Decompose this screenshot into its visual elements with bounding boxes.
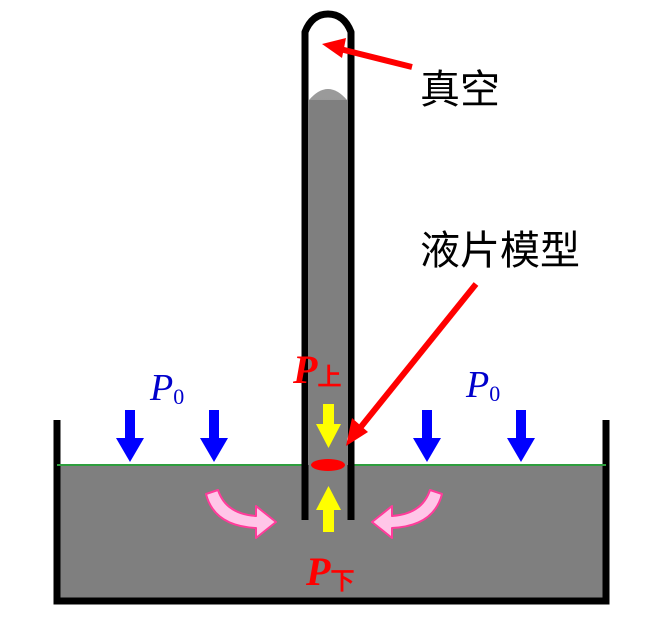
p-down-label: P下 <box>305 549 354 595</box>
p0-left-label: P0 <box>149 367 184 409</box>
liquid-sheet-label: 液片模型 <box>420 228 580 274</box>
up-arrow-icon <box>316 486 341 532</box>
curved-arrow-icon <box>205 489 277 539</box>
pressure-arrow-4 <box>507 410 535 462</box>
pressure-arrow-3 <box>413 410 441 462</box>
glass-tube <box>301 10 355 520</box>
curved-arrow-icon-right <box>371 489 443 539</box>
liquid-sheet-pointer-arrow <box>346 282 479 446</box>
p-up-label: P上 <box>292 347 341 392</box>
liquid-sheet <box>311 459 345 471</box>
down-arrow-icon <box>316 404 341 448</box>
tube-liquid-body <box>309 100 347 520</box>
basin-outline <box>53 420 610 605</box>
p0-right-label: P0 <box>465 364 500 406</box>
vacuum-label: 真空 <box>420 67 500 113</box>
pressure-arrow-2 <box>200 410 228 462</box>
pressure-arrow-1 <box>116 410 144 462</box>
vacuum-pointer-arrow <box>322 38 413 70</box>
